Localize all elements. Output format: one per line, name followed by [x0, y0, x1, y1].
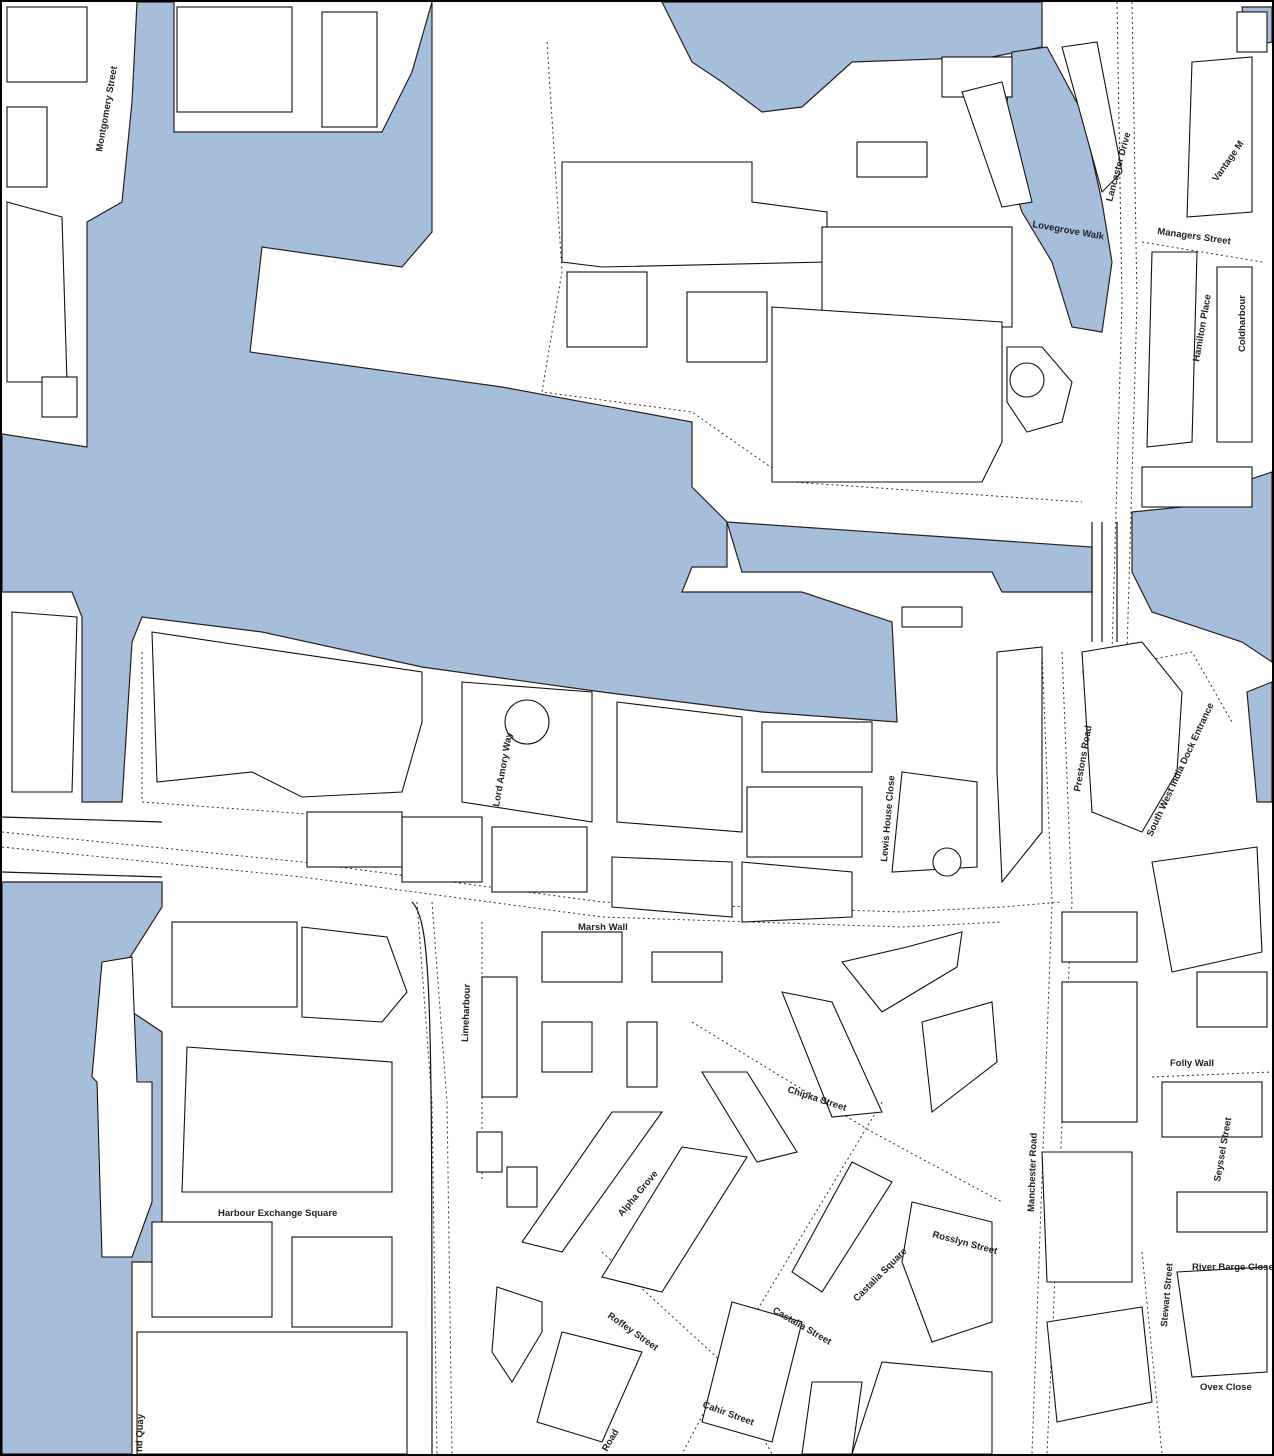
label-river-barge-close: River Barge Close: [1192, 1262, 1272, 1273]
label-marsh-wall: Marsh Wall: [578, 922, 628, 933]
label-ovex-close: Ovex Close: [1200, 1382, 1252, 1393]
label-castalia-square: Castalia Square: [851, 1246, 909, 1304]
label-quay: nd Quay: [134, 1413, 146, 1452]
label-limeharbour: Limeharbour: [460, 983, 473, 1042]
label-harbour-exchange-square: Harbour Exchange Square: [218, 1208, 337, 1219]
label-manchester-road: Manchester Road: [1026, 1132, 1040, 1212]
dock-north: [661, 2, 1043, 113]
label-montgomery-street: Montgomery Street: [94, 65, 120, 153]
label-stewart-street: Stewart Street: [1159, 1262, 1176, 1327]
dock-east-lower: [1246, 681, 1272, 803]
label-coldharbour: Coldharbour: [1237, 295, 1248, 352]
edge-layer: [2, 522, 1118, 1454]
label-managers-street: Managers Street: [1157, 226, 1233, 247]
dock-west-upper: [2, 2, 898, 803]
dock-channel: [726, 521, 1093, 593]
building-layer: [6, 6, 1268, 1454]
label-folly-wall: Folly Wall: [1170, 1058, 1214, 1069]
